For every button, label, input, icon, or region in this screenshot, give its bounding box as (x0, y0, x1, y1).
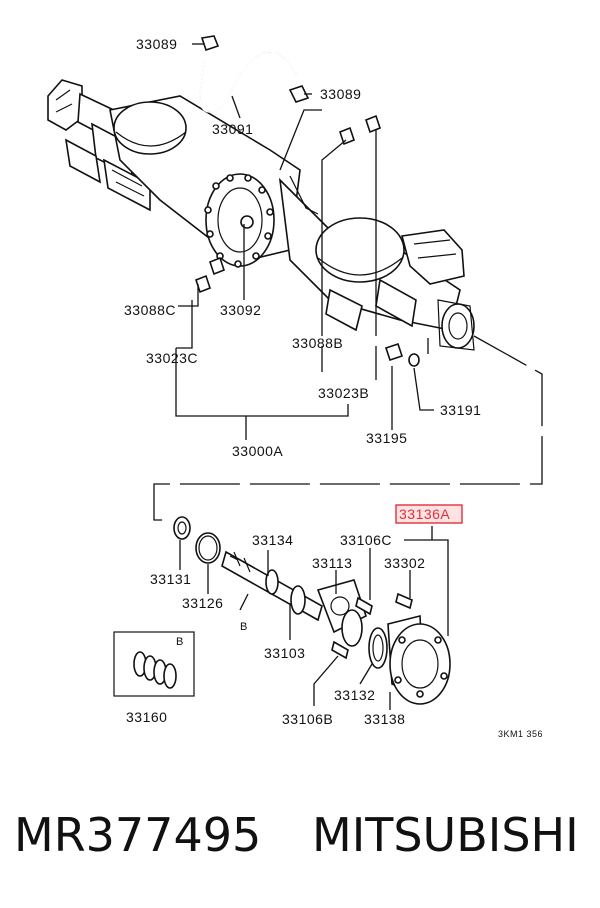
footer-banner: MR377495 MITSUBISHI (0, 800, 600, 880)
label-33023c: 33023C (146, 350, 198, 366)
label-33089-right: 33089 (320, 86, 361, 102)
axle-shaft-drawing (173, 516, 451, 705)
label-33195: 33195 (366, 430, 407, 446)
label-33106b: 33106B (282, 711, 333, 727)
label-33132: 33132 (334, 687, 375, 703)
label-33091: 33091 (212, 121, 253, 137)
label-33088b: 33088B (292, 335, 343, 351)
label-33160: 33160 (126, 709, 167, 725)
label-33191: 33191 (440, 402, 481, 418)
label-33088c: 33088C (124, 302, 176, 318)
highlight-box (395, 504, 463, 524)
label-33106c: 33106C (340, 532, 392, 548)
label-33089-top: 33089 (136, 36, 177, 52)
inset-tag: B (176, 636, 183, 648)
label-33000a: 33000A (232, 443, 283, 459)
part-number: MR377495 (14, 808, 262, 862)
lower-leaders (179, 526, 449, 710)
label-33113: 33113 (312, 555, 352, 571)
part-labels: 33089 33089 33091 33088C 33092 33023C 33… (124, 36, 543, 739)
label-33134: 33134 (252, 532, 293, 548)
brand-name: MITSUBISHI (312, 808, 579, 862)
upper-small-parts (195, 35, 420, 367)
label-33138: 33138 (364, 711, 405, 727)
label-33302: 33302 (384, 555, 425, 571)
upper-leaders (153, 43, 543, 521)
label-33136a: 33136A (399, 506, 450, 522)
label-33092: 33092 (220, 302, 261, 318)
label-33126: 33126 (182, 595, 223, 611)
carrier-studs (204, 174, 274, 268)
label-33131: 33131 (150, 571, 191, 587)
label-33023b: 33023B (318, 385, 369, 401)
axle-housing-drawing (47, 79, 475, 351)
shim-kit-inset: B (113, 631, 195, 697)
label-33103: 33103 (264, 645, 305, 661)
figure-code: 3KM1 356 (498, 729, 543, 739)
shaft-tag: B (240, 621, 247, 633)
